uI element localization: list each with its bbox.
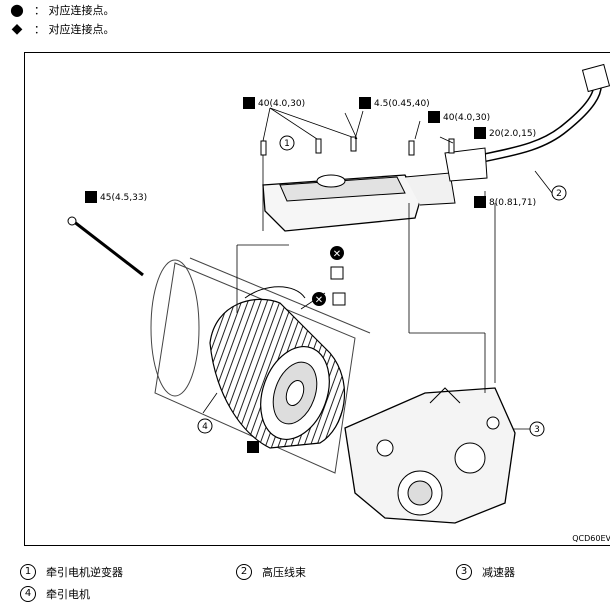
svg-text:✕: ✕ <box>315 295 323 306</box>
svg-text:1: 1 <box>284 139 290 149</box>
hv-harness <box>444 63 610 182</box>
reducer-gearbox <box>344 387 516 524</box>
svg-text:2: 2 <box>556 189 562 199</box>
torque-label-5: 8(0.81,71) <box>474 196 536 208</box>
alignment-lines <box>202 107 496 414</box>
legend-diamond-row: ◆ ： 对应连接点。 <box>8 21 115 37</box>
legend-diamond-symbol: ◆ <box>11 21 23 37</box>
svg-text:✕: ✕ <box>333 249 341 260</box>
diagram-code: QCD60EV <box>572 534 610 543</box>
legend-dot-symbol: ● <box>10 0 24 19</box>
svg-text:4.5(0.45,40): 4.5(0.45,40) <box>374 99 430 109</box>
part-2-name: 高压线束 <box>262 566 306 579</box>
connector-markers: ✕ ✕ <box>247 246 346 453</box>
part-1-number: 1 <box>20 564 36 580</box>
svg-text:4: 4 <box>202 422 208 432</box>
svg-text:45(4.5,33): 45(4.5,33) <box>100 193 147 203</box>
part-1-caption: 1 牵引电机逆变器 <box>20 564 123 580</box>
motor-housing-outline <box>150 257 371 474</box>
legend-diamond-text: ： 对应连接点。 <box>34 23 115 36</box>
torque-label-2: 4.5(0.45,40) <box>359 97 430 109</box>
torque-label-6: 45(4.5,33) <box>85 191 147 203</box>
svg-text:40(4.0,30): 40(4.0,30) <box>258 99 305 109</box>
part-4-caption: 4 牵引电机 <box>20 586 90 602</box>
torque-label-1: 40(4.0,30) <box>243 97 305 109</box>
exploded-view-diagram: ✕ ✕ 40(4.0,30) 4.5(0.45,40) 40(4.0,30) 2… <box>67 63 610 524</box>
diagram-frame: ✕ ✕ 40(4.0,30) 4.5(0.45,40) 40(4.0,30) 2… <box>24 52 610 546</box>
legend-dot-row: ● ： 对应连接点。 <box>8 0 115 19</box>
part-3-number: 3 <box>456 564 472 580</box>
part-2-number: 2 <box>236 564 252 580</box>
svg-text:40(4.0,30): 40(4.0,30) <box>443 113 490 123</box>
part-2-caption: 2 高压线束 <box>236 564 306 580</box>
traction-motor <box>209 286 345 449</box>
svg-text:8(0.81,71): 8(0.81,71) <box>489 198 536 208</box>
part-3-name: 减速器 <box>482 566 515 579</box>
svg-text:20(2.0,15): 20(2.0,15) <box>489 129 536 139</box>
part-4-name: 牵引电机 <box>46 588 90 601</box>
torque-label-3: 40(4.0,30) <box>428 111 490 123</box>
svg-text:3: 3 <box>534 425 540 435</box>
callout-4: 4 <box>197 418 213 434</box>
part-3-caption: 3 减速器 <box>456 564 515 580</box>
part-4-number: 4 <box>20 586 36 602</box>
inverter-bolts <box>260 136 455 156</box>
legend-dot-text: ： 对应连接点。 <box>34 3 115 17</box>
callout-3: 3 <box>513 421 545 437</box>
long-bolt <box>67 216 144 277</box>
inverter-unit <box>262 172 456 232</box>
torque-label-4: 20(2.0,15) <box>474 127 536 139</box>
callout-2: 2 <box>534 170 567 201</box>
part-1-name: 牵引电机逆变器 <box>46 566 123 579</box>
callout-1: 1 <box>279 135 295 151</box>
